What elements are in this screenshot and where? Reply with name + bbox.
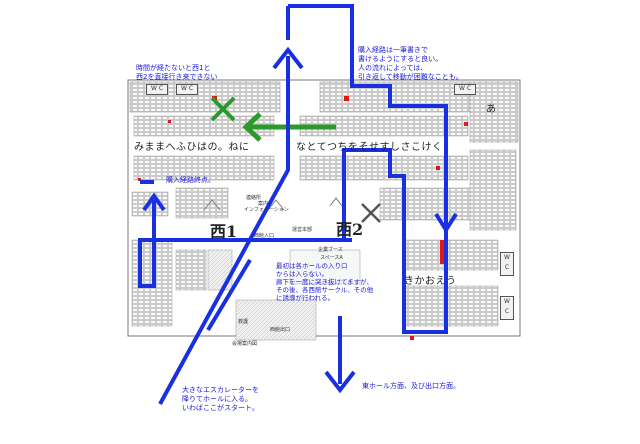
row-labels-west-2: なとてつちをそせすしさこけく — [296, 142, 443, 153]
wc-sign: W C — [146, 84, 168, 95]
green-arrow-icon — [210, 96, 336, 142]
small-label: 会場案内図 — [232, 341, 258, 347]
cross-mark-icon — [361, 203, 381, 223]
row-labels-west-1: みままへふひはの。ねに — [134, 142, 250, 153]
small-label: 運営本部 — [292, 227, 313, 233]
small-label: 西館出口 — [270, 327, 291, 333]
row-label-a: あ — [486, 104, 497, 115]
info-label: インフォメーション — [244, 207, 289, 213]
small-label: 西館入口 — [254, 233, 275, 239]
small-label: 救護 — [238, 319, 249, 325]
wc-sign: W C — [500, 252, 514, 276]
note-top-right: 購入経路は一筆書きで 書けるようにすると良い。 人の流れによっては、 引き返して… — [358, 46, 463, 81]
small-label: 案内 — [258, 201, 269, 207]
wc-sign: W C — [176, 84, 198, 95]
note-bottom-left: 大きなエスカレーターを 降りてホールに入る。 いわばここがスタート。 — [182, 386, 259, 412]
hall-west-2-label: 西2 — [336, 220, 364, 239]
note-top-left: 時間が経たないと西1と 西2を直接行き来できない — [136, 64, 218, 81]
circle-label: スペースA — [320, 255, 343, 261]
note-end-point: 購入経路終点。 — [166, 176, 215, 184]
note-bottom-right: 東ホール方面、及び出口方面。 — [362, 382, 460, 390]
small-label: 連絡所 — [246, 195, 262, 201]
wc-sign: W C — [454, 84, 476, 95]
note-center: 最初は各ホールの入り口 からは入らない。 廊下を一度に突き抜けてますが、 その後… — [276, 262, 374, 302]
route-arrow-icon — [138, 4, 458, 405]
circle-label: 企業ブース — [318, 247, 343, 253]
row-labels-bottom: きかおえう — [404, 276, 457, 287]
hall-west-1-label: 西1 — [210, 222, 238, 241]
escalator-icon — [203, 197, 343, 211]
wc-sign: W C — [500, 296, 514, 320]
